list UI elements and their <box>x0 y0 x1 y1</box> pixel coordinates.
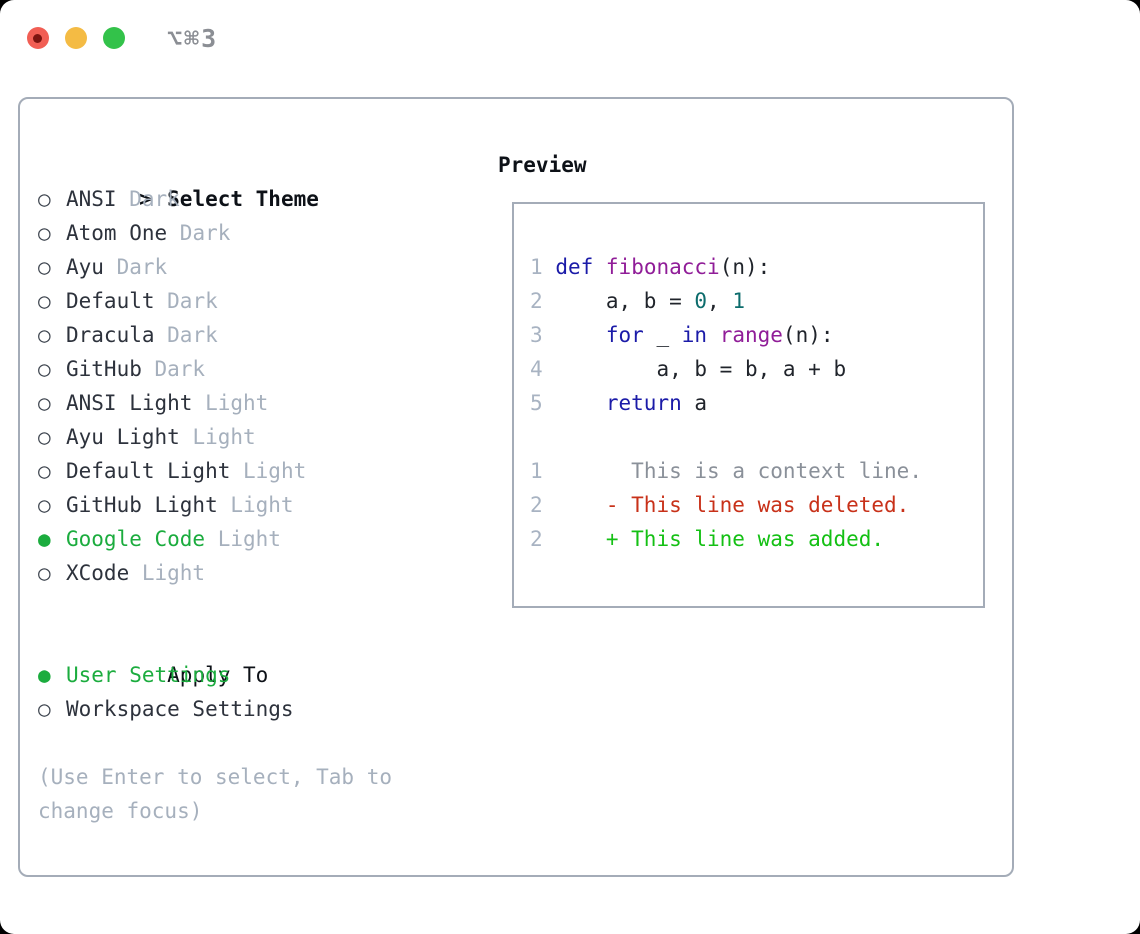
option-label: ANSI Light <box>66 391 193 415</box>
theme-option-xcode[interactable]: ○ XCode Light <box>38 556 392 590</box>
radio-icon: ○ <box>38 493 51 517</box>
radio-icon: ○ <box>38 187 51 211</box>
option-label: Workspace Settings <box>66 697 294 721</box>
radio-icon: ○ <box>38 221 51 245</box>
theme-option-default[interactable]: ○ Default Dark <box>38 284 392 318</box>
window-title: ⌥⌘3 <box>167 24 219 53</box>
code-line <box>530 420 922 454</box>
variant-label: Dark <box>167 323 218 347</box>
option-label: ANSI <box>66 187 117 211</box>
apply-option-user-settings[interactable]: ● User Settings <box>38 658 392 692</box>
theme-option-google-code[interactable]: ● Google Code Light <box>38 522 392 556</box>
variant-label: Dark <box>179 221 231 245</box>
variant-label: Dark <box>167 289 218 313</box>
theme-option-github[interactable]: ○ GitHub Dark <box>38 352 392 386</box>
theme-option-ansi-light[interactable]: ○ ANSI Light Light <box>38 386 392 420</box>
option-label: Ayu <box>66 255 104 279</box>
variant-label: Light <box>230 493 294 517</box>
theme-option-ansi[interactable]: ○ ANSI Dark <box>38 182 392 216</box>
close-dot-icon <box>33 34 42 43</box>
radio-selected-icon: ● <box>38 663 51 687</box>
traffic-lights <box>27 27 125 49</box>
apply-option-workspace-settings[interactable]: ○ Workspace Settings <box>38 692 392 726</box>
option-label: Dracula <box>66 323 155 347</box>
code-line: 4 a, b = b, a + b <box>530 357 847 381</box>
radio-selected-icon: ● <box>38 527 51 551</box>
minimize-button[interactable] <box>65 27 87 49</box>
option-label: Google Code <box>66 527 206 551</box>
theme-option-dracula[interactable]: ○ Dracula Dark <box>38 318 392 352</box>
variant-label: Light <box>141 561 206 585</box>
radio-icon: ○ <box>38 425 51 449</box>
apply-to-title: Apply To <box>167 663 269 687</box>
theme-option-github-light[interactable]: ○ GitHub Light Light <box>38 488 392 522</box>
code-line: 2 a, b = 0, 1 <box>530 289 745 313</box>
theme-option-ayu-light[interactable]: ○ Ayu Light Light <box>38 420 392 454</box>
radio-icon: ○ <box>38 255 51 279</box>
code-line: 1 def fibonacci(n): <box>530 255 771 279</box>
variant-label: Dark <box>154 357 206 381</box>
theme-list-title: Select Theme <box>167 187 319 211</box>
variant-label: Light <box>243 459 307 483</box>
option-label: GitHub Light <box>66 493 218 517</box>
radio-icon: ○ <box>38 561 51 585</box>
preview-pane: 1 def fibonacci(n): 2 a, b = 0, 1 3 for _ … <box>512 202 985 608</box>
variant-label: Light <box>192 425 256 449</box>
option-label: Ayu Light <box>66 425 180 449</box>
apply-to-header-row: Apply To <box>38 624 392 687</box>
variant-label: Dark <box>129 187 180 211</box>
hint-line-2: change focus) <box>38 799 203 823</box>
radio-icon: ○ <box>38 357 51 381</box>
radio-icon: ○ <box>38 289 51 313</box>
zoom-button[interactable] <box>103 27 125 49</box>
variant-label: Dark <box>116 255 168 279</box>
spacer <box>38 590 392 624</box>
option-label: Default <box>66 289 155 313</box>
radio-icon: ○ <box>38 323 51 347</box>
theme-option-ayu[interactable]: ○ Ayu Dark <box>38 250 392 284</box>
titlebar: ⌥⌘3 <box>0 0 1140 76</box>
option-label: Default Light <box>66 459 231 483</box>
code-line: 2 + This line was added. <box>530 527 885 551</box>
option-label: User Settings <box>66 663 231 687</box>
hint-line-1: (Use Enter to select, Tab to <box>38 765 393 789</box>
code-line: 1 This is a context line. <box>530 459 922 483</box>
option-label: XCode <box>66 561 130 585</box>
spacer <box>38 726 392 760</box>
code-line: 5 return a <box>530 391 708 415</box>
variant-label: Light <box>217 527 281 551</box>
radio-icon: ○ <box>38 697 51 721</box>
theme-option-atom-one[interactable]: ○ Atom One Dark <box>38 216 392 250</box>
option-label: GitHub <box>66 357 142 381</box>
close-button[interactable] <box>27 27 49 49</box>
theme-list-header: > Select Theme <box>38 148 392 211</box>
theme-option-default-light[interactable]: ○ Default Light Light <box>38 454 392 488</box>
option-label: Atom One <box>66 221 168 245</box>
code-line: 3 for _ in range(n): <box>530 323 834 347</box>
variant-label: Light <box>205 391 269 415</box>
preview-title: Preview <box>498 153 587 177</box>
radio-icon: ○ <box>38 391 51 415</box>
radio-icon: ○ <box>38 459 51 483</box>
preview-code: 1 def fibonacci(n): 2 a, b = 0, 1 3 for _ … <box>530 250 922 556</box>
focus-caret-icon: > <box>139 187 152 211</box>
code-line: 2 - This line was deleted. <box>530 493 910 517</box>
